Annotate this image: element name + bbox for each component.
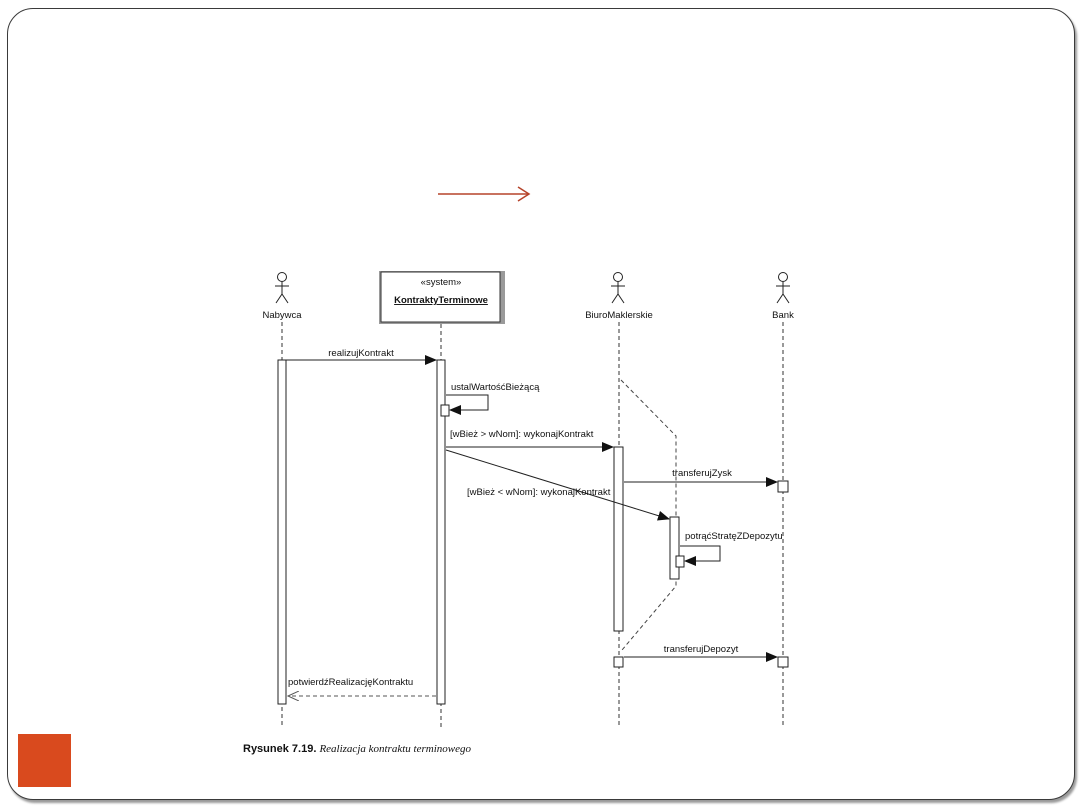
message-arrow xyxy=(445,449,670,521)
activation-bank-profit xyxy=(777,480,789,493)
message-arrow xyxy=(446,394,489,415)
object-name: KontraktyTerminowe xyxy=(394,295,488,306)
message-label: [wBież < wNom]: wykonajKontrakt xyxy=(467,487,611,498)
activation-system-self xyxy=(440,404,450,417)
activation-broker xyxy=(613,446,624,632)
participant-name: Nabywca xyxy=(262,310,302,321)
participant-bank: Bank xyxy=(772,272,794,321)
alternative-outline xyxy=(620,379,677,651)
right-arrow-icon xyxy=(438,186,531,202)
activation-system xyxy=(436,359,446,705)
actor-icon xyxy=(275,272,289,304)
message-label: realizujKontrakt xyxy=(328,348,394,359)
figure-title: Realizacja kontraktu terminowego xyxy=(319,743,471,755)
message-label: transferujZysk xyxy=(672,468,732,479)
participant-broker: BiuroMaklerskie xyxy=(585,272,653,321)
participant-buyer: Nabywca xyxy=(262,272,302,321)
stereotype-label: «system» xyxy=(421,277,462,288)
activation-broker-self xyxy=(675,555,685,568)
actor-icon xyxy=(611,272,625,304)
participant-system: «system» KontraktyTerminowe xyxy=(379,271,505,324)
activation-broker-alt xyxy=(669,516,680,580)
activation-broker-deposit xyxy=(613,656,624,668)
slide-frame xyxy=(7,8,1075,800)
message-label: transferujDepozyt xyxy=(664,644,739,655)
participant-name: Bank xyxy=(772,310,794,321)
figure-caption: Rysunek 7.19. Realizacja kontraktu termi… xyxy=(243,743,471,755)
message-label: [wBież > wNom]: wykonajKontrakt xyxy=(450,429,594,440)
message-label: potrąćStratęZDepozytu xyxy=(685,531,783,542)
accent-square xyxy=(18,734,71,787)
message-label: potwierdźRealizacjęKontraktu xyxy=(288,677,413,688)
activation-bank-deposit xyxy=(777,656,789,668)
activation-buyer xyxy=(277,359,287,705)
figure-number: Rysunek 7.19. xyxy=(243,743,317,755)
actor-icon xyxy=(776,272,790,304)
message-label: ustalWartośćBieżącą xyxy=(451,382,540,393)
participant-name: BiuroMaklerskie xyxy=(585,310,653,321)
message-arrow xyxy=(680,545,721,566)
